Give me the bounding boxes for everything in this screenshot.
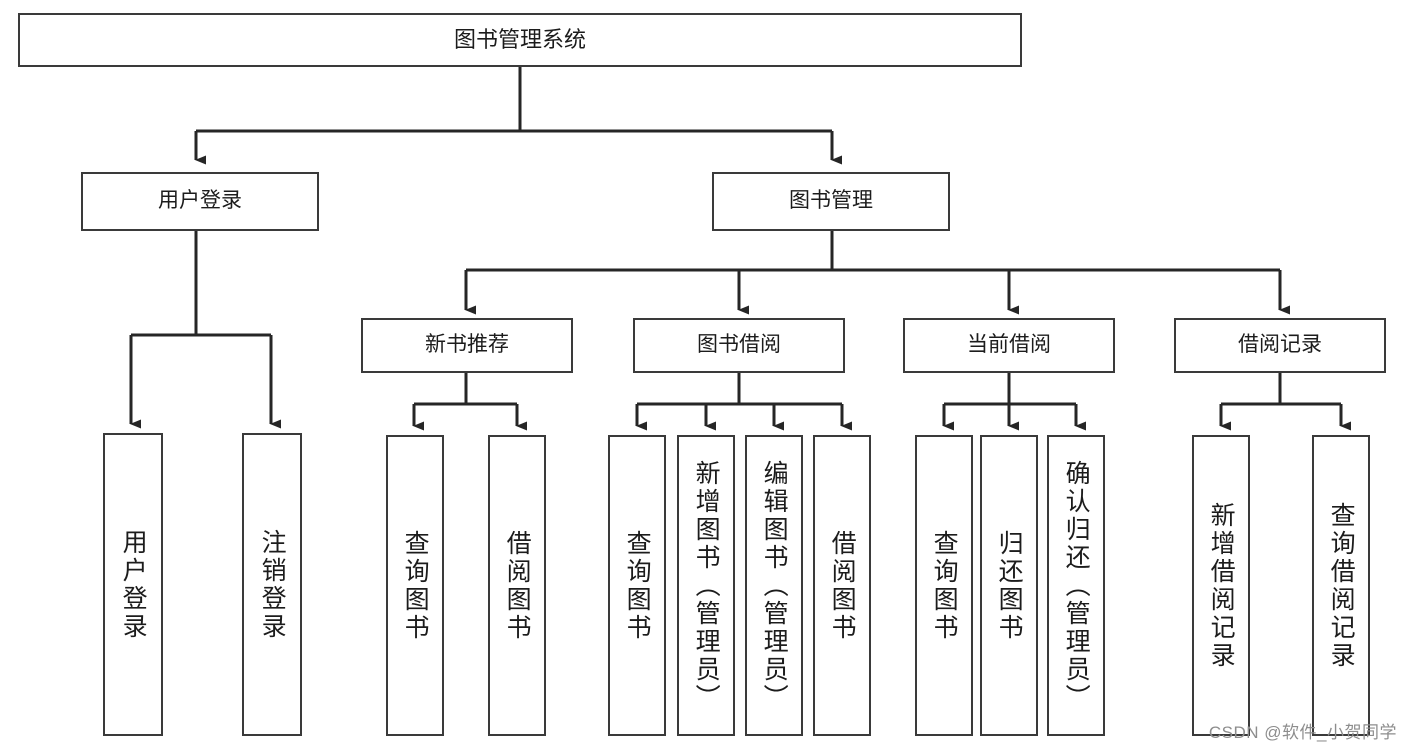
node-leaf-add-book-label: 新增图书（管理员） — [692, 459, 721, 712]
node-leaf-borrow-book-1-label: 借阅图书 — [503, 529, 532, 642]
node-new-book-rec-label: 新书推荐 — [425, 333, 509, 357]
node-leaf-edit-book[interactable]: 编辑图书（管理员） — [745, 435, 803, 736]
node-root-label: 图书管理系统 — [453, 27, 586, 53]
node-leaf-query-record-label: 查询借阅记录 — [1327, 501, 1356, 670]
node-leaf-logout[interactable]: 注销登录 — [242, 433, 302, 736]
node-leaf-confirm-return[interactable]: 确认归还（管理员） — [1047, 435, 1105, 736]
node-leaf-borrow-book-2[interactable]: 借阅图书 — [813, 435, 871, 736]
node-leaf-return-book-label: 归还图书 — [995, 529, 1024, 642]
node-book-borrow[interactable]: 图书借阅 — [633, 318, 845, 373]
node-leaf-query-book-3-label: 查询图书 — [930, 529, 959, 642]
csdn-watermark: CSDN @软件_小贺同学 — [1208, 723, 1397, 742]
node-leaf-borrow-book-1[interactable]: 借阅图书 — [488, 435, 546, 736]
node-leaf-borrow-book-2-label: 借阅图书 — [828, 529, 857, 642]
node-new-book-rec[interactable]: 新书推荐 — [361, 318, 573, 373]
node-leaf-logout-label: 注销登录 — [258, 528, 287, 641]
node-leaf-add-record-label: 新增借阅记录 — [1207, 501, 1236, 670]
node-leaf-query-book-1-label: 查询图书 — [401, 529, 430, 642]
node-leaf-add-book[interactable]: 新增图书（管理员） — [677, 435, 735, 736]
node-root[interactable]: 图书管理系统 — [18, 13, 1022, 67]
node-book-manage[interactable]: 图书管理 — [712, 172, 950, 231]
node-leaf-add-record[interactable]: 新增借阅记录 — [1192, 435, 1250, 736]
node-current-borrow[interactable]: 当前借阅 — [903, 318, 1115, 373]
node-leaf-query-book-2-label: 查询图书 — [623, 529, 652, 642]
node-borrow-record[interactable]: 借阅记录 — [1174, 318, 1386, 373]
node-current-borrow-label: 当前借阅 — [967, 333, 1051, 357]
node-user-login[interactable]: 用户登录 — [81, 172, 319, 231]
node-leaf-user-login-label: 用户登录 — [119, 528, 148, 641]
node-leaf-confirm-return-label: 确认归还（管理员） — [1062, 459, 1091, 712]
node-leaf-return-book[interactable]: 归还图书 — [980, 435, 1038, 736]
node-user-login-label: 用户登录 — [158, 189, 242, 213]
node-leaf-query-record[interactable]: 查询借阅记录 — [1312, 435, 1370, 736]
node-leaf-query-book-2[interactable]: 查询图书 — [608, 435, 666, 736]
node-borrow-record-label: 借阅记录 — [1238, 333, 1322, 357]
node-leaf-query-book-1[interactable]: 查询图书 — [386, 435, 444, 736]
node-leaf-user-login[interactable]: 用户登录 — [103, 433, 163, 736]
node-leaf-query-book-3[interactable]: 查询图书 — [915, 435, 973, 736]
node-book-borrow-label: 图书借阅 — [697, 333, 781, 357]
node-leaf-edit-book-label: 编辑图书（管理员） — [760, 459, 789, 712]
node-book-manage-label: 图书管理 — [789, 189, 873, 213]
